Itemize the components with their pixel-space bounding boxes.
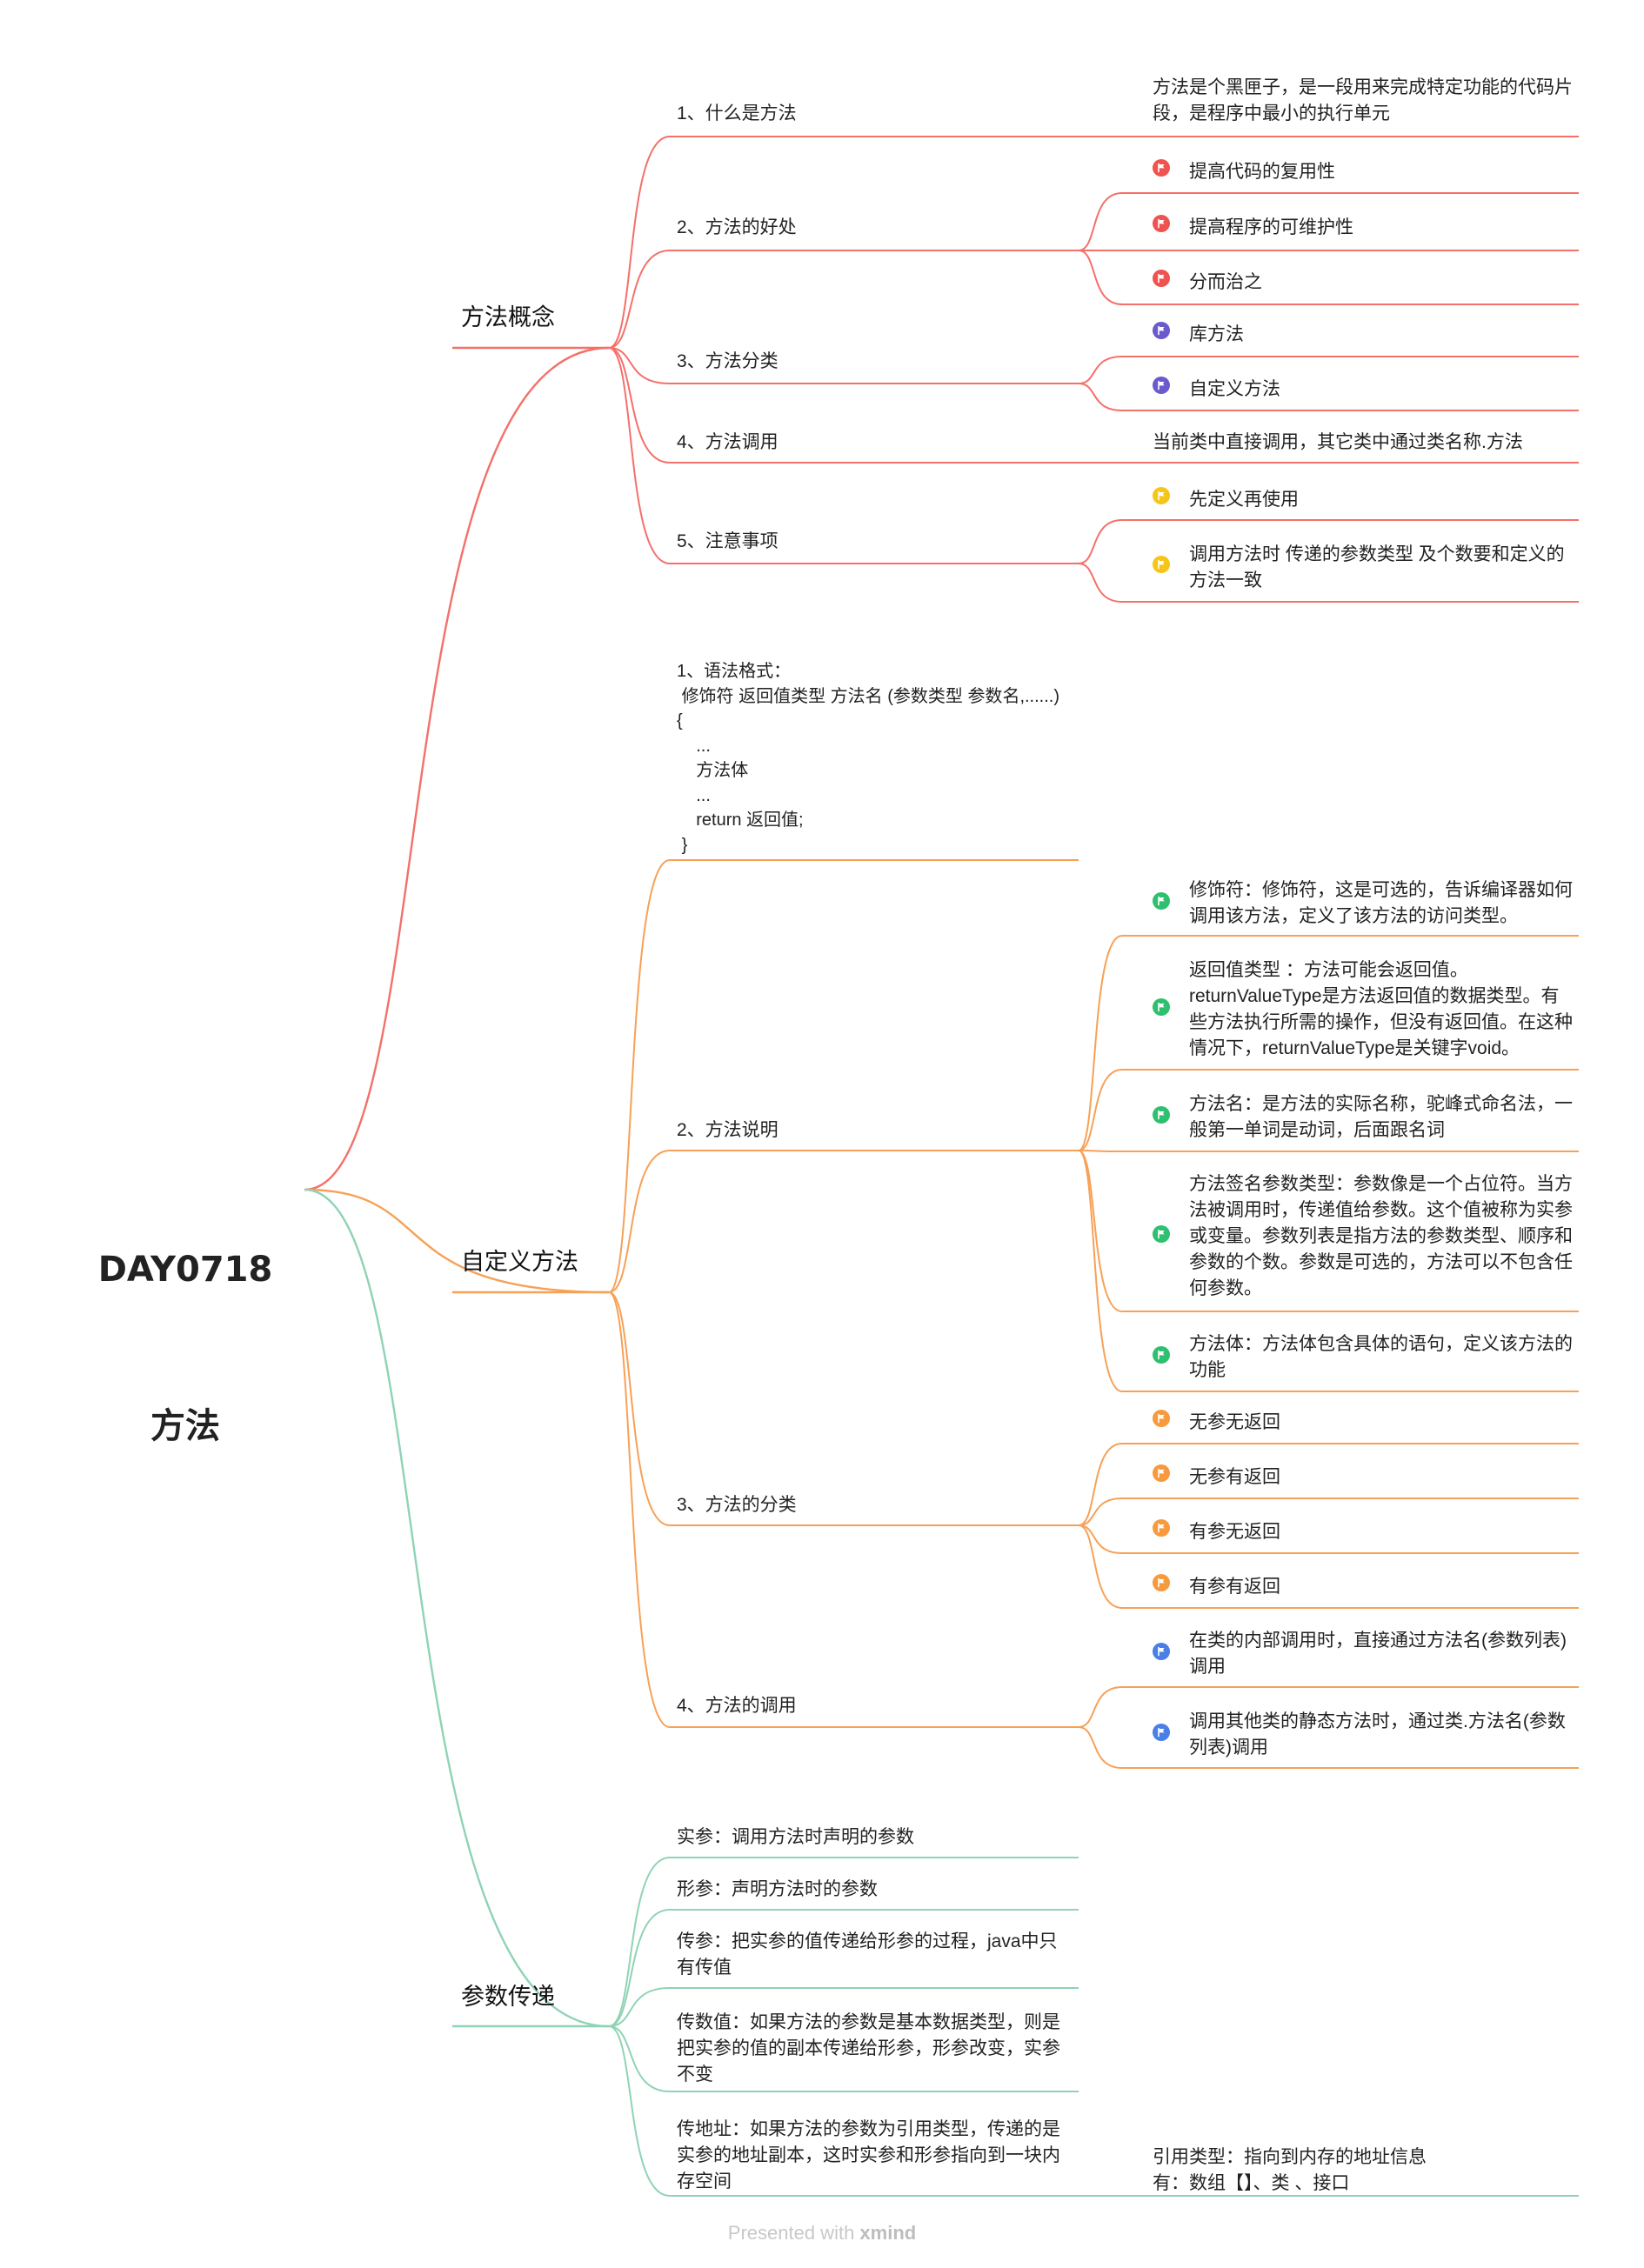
leaf-params-match[interactable]: 调用方法时 传递的参数类型 及个数要和定义的 方法一致: [1153, 542, 1565, 594]
topic-method-categories[interactable]: 3、方法的分类: [677, 1495, 797, 1515]
topic-method-types[interactable]: 3、方法分类: [677, 351, 779, 371]
topic-actual-param[interactable]: 实参：调用方法时声明的参数: [677, 1827, 914, 1847]
leaf-what-is-method-desc[interactable]: 方法是个黑匣子，是一段用来完成特定功能的代码片 段，是程序中最小的执行单元: [1153, 77, 1573, 123]
edge-branch3-topic: [608, 2025, 671, 2092]
red-flag-icon: [1153, 159, 1170, 177]
orange-flag-icon: [1153, 1519, 1170, 1537]
blue-flag-icon: [1153, 1643, 1170, 1660]
topic-pass-by-value[interactable]: 传数值：如果方法的参数是基本数据类型，则是 把实参的值的副本传递给形参，形参改变…: [677, 2012, 1060, 2085]
leaf-modifier[interactable]: 修饰符：修饰符，这是可选的，告诉编译器如何 调用该方法，定义了该方法的访问类型。: [1153, 877, 1573, 930]
topic-pass-by-address[interactable]: 传地址：如果方法的参数为引用类型，传递的是 实参的地址副本，这时实参和形参指向到…: [677, 2119, 1060, 2191]
topic-method-benefits[interactable]: 2、方法的好处: [677, 217, 797, 237]
leaf-internal-call[interactable]: 在类的内部调用时，直接通过方法名(参数列表) 调用: [1153, 1628, 1567, 1680]
green-flag-icon: [1153, 998, 1170, 1016]
edge-leaf: [1078, 1726, 1123, 1769]
leaf-method-body[interactable]: 方法体：方法体包含具体的语句，定义该方法的 功能: [1153, 1331, 1573, 1384]
topic-method-explanation[interactable]: 2、方法说明: [677, 1120, 779, 1140]
leaf-method-signature[interactable]: 方法签名参数类型：参数像是一个占位符。当方 法被调用时，传递值给参数。这个值被称…: [1153, 1171, 1573, 1302]
edge-branch3-topic: [608, 1909, 671, 2027]
leaf-define-before-use[interactable]: 先定义再使用: [1153, 487, 1299, 513]
edge-branch2-topic: [608, 1291, 671, 1728]
edge-leaf: [1078, 1069, 1123, 1151]
leaf-no-param-no-return[interactable]: 无参无返回: [1153, 1410, 1280, 1436]
leaf-param-return[interactable]: 有参有返回: [1153, 1574, 1280, 1600]
orange-flag-icon: [1153, 1464, 1170, 1482]
edge-leaf: [1078, 1498, 1123, 1526]
leaf-benefit-divide[interactable]: 分而治之: [1153, 270, 1262, 296]
edge-leaf: [1078, 1524, 1123, 1609]
leaf-param-no-return[interactable]: 有参无返回: [1153, 1519, 1280, 1545]
leaf-no-param-return[interactable]: 无参有返回: [1153, 1464, 1280, 1491]
edge-root-branch2: [304, 1188, 610, 1294]
leaf-custom-method[interactable]: 自定义方法: [1153, 377, 1280, 403]
topic-syntax-format[interactable]: 1、语法格式： 修饰符 返回值类型 方法名 (参数类型 参数名,......) …: [677, 662, 1060, 855]
edge-branch1-topic: [608, 347, 671, 564]
root-title-line1: DAY0718: [97, 1250, 273, 1290]
edge-branch1-topic: [608, 347, 671, 464]
edge-branch3-topic: [608, 1857, 671, 2027]
orange-flag-icon: [1153, 1574, 1170, 1591]
root-topic[interactable]: DAY0718 方法: [72, 1139, 298, 1557]
footer-prefix: Presented with: [727, 2222, 860, 2244]
green-flag-icon: [1153, 1225, 1170, 1243]
edge-leaf: [1078, 192, 1123, 251]
orange-flag-icon: [1153, 1410, 1170, 1427]
topic-notes[interactable]: 5、注意事项: [677, 531, 779, 551]
branch-param-passing[interactable]: 参数传递: [461, 1984, 555, 2010]
edge-branch2-topic: [608, 859, 671, 1293]
topic-what-is-method[interactable]: 1、什么是方法: [677, 103, 797, 123]
edge-leaf: [1078, 383, 1123, 411]
edge-branch2-topic: [608, 1150, 671, 1293]
topic-formal-param[interactable]: 形参：声明方法时的参数: [677, 1879, 878, 1899]
edge-leaf: [1078, 356, 1123, 384]
edge-branch1-topic: [608, 347, 671, 384]
edge-leaf: [1078, 1686, 1123, 1728]
green-flag-icon: [1153, 1346, 1170, 1364]
edge-leaf: [1078, 250, 1123, 305]
edge-leaf: [1078, 1524, 1123, 1554]
red-flag-icon: [1153, 215, 1170, 232]
edge-branch1-topic: [608, 250, 671, 349]
leaf-method-name[interactable]: 方法名：是方法的实际名称，驼峰式命名法，一 般第一单词是动词，后面跟名词: [1153, 1091, 1573, 1144]
branch-custom-method[interactable]: 自定义方法: [461, 1249, 578, 1275]
green-flag-icon: [1153, 892, 1170, 910]
leaf-static-call[interactable]: 调用其他类的静态方法时，通过类.方法名(参数 列表)调用: [1153, 1709, 1566, 1761]
edge-root-branch3: [304, 1188, 610, 2028]
yellow-flag-icon: [1153, 487, 1170, 504]
edge-branch3-topic: [608, 2025, 671, 2197]
leaf-return-type[interactable]: 返回值类型 ：方法可能会返回值。 returnValueType是方法返回值的数…: [1153, 957, 1573, 1062]
leaf-method-call-desc[interactable]: 当前类中直接调用，其它类中通过类名称.方法: [1153, 432, 1523, 452]
edge-branch2-topic: [608, 1291, 671, 1526]
edge-root-branch1: [304, 346, 610, 1191]
topic-method-call[interactable]: 4、方法调用: [677, 432, 779, 452]
red-flag-icon: [1153, 270, 1170, 287]
leaf-benefit-reuse[interactable]: 提高代码的复用性: [1153, 159, 1335, 185]
edge-branch3-topic: [608, 1987, 671, 2027]
green-flag-icon: [1153, 1106, 1170, 1124]
edge-leaf: [1078, 1443, 1123, 1526]
edge-branch1-topic: [608, 136, 671, 349]
topic-method-invocation[interactable]: 4、方法的调用: [677, 1696, 797, 1716]
branch-method-concept[interactable]: 方法概念: [461, 304, 555, 330]
footer-credit: Presented with xmind: [0, 2222, 1644, 2245]
leaf-benefit-maintain[interactable]: 提高程序的可维护性: [1153, 215, 1353, 241]
purple-flag-icon: [1153, 322, 1170, 339]
purple-flag-icon: [1153, 377, 1170, 394]
edge-leaf: [1078, 1150, 1123, 1392]
leaf-library-method[interactable]: 库方法: [1153, 322, 1244, 348]
blue-flag-icon: [1153, 1724, 1170, 1741]
connector-lines: [304, 136, 1579, 2198]
xmind-brand: xmind: [859, 2222, 917, 2244]
root-title-line2: 方法: [150, 1406, 220, 1446]
edge-leaf: [1078, 563, 1123, 603]
topic-pass-param[interactable]: 传参：把实参的值传递给形参的过程，java中只 有传值: [677, 1931, 1058, 1978]
yellow-flag-icon: [1153, 556, 1170, 573]
edge-leaf: [1078, 519, 1123, 564]
edge-leaf: [1078, 935, 1123, 1151]
leaf-reference-type[interactable]: 引用类型：指向到内存的地址信息 有：数组【】、类 、接口: [1153, 2147, 1427, 2193]
edge-leaf: [1078, 1150, 1123, 1312]
